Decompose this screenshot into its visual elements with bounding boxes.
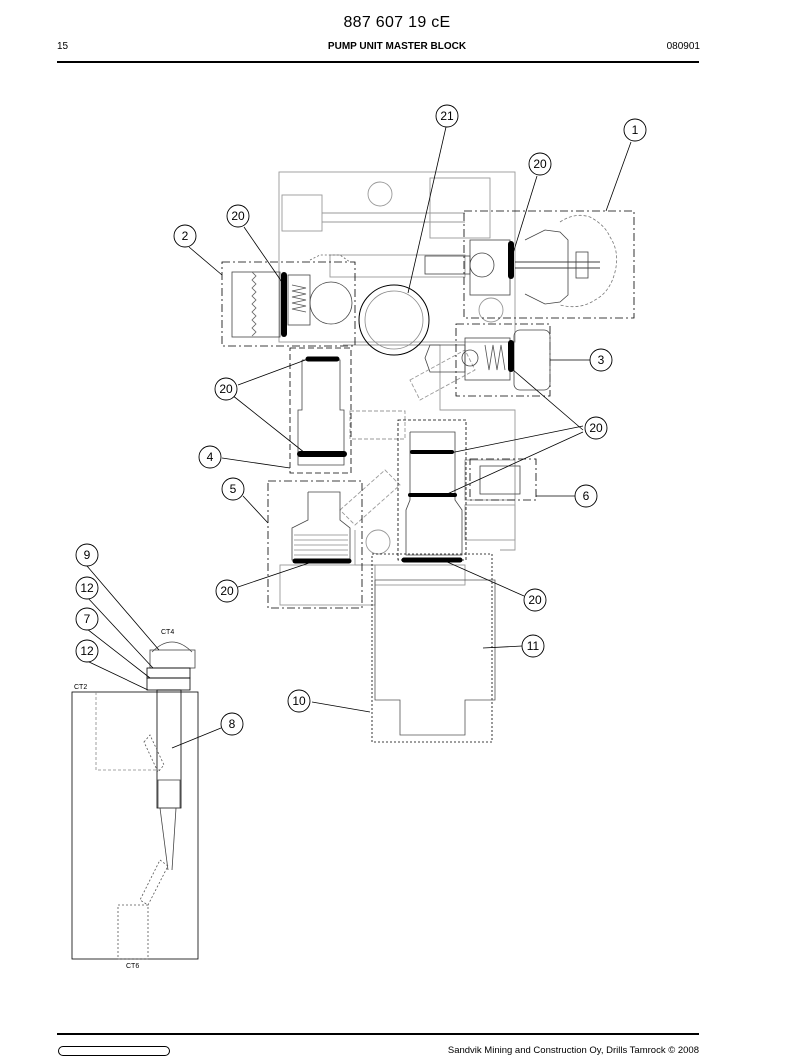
callout-6: 6	[574, 484, 598, 508]
sandvik-logo	[58, 1046, 170, 1056]
page-title: PUMP UNIT MASTER BLOCK	[327, 41, 467, 52]
item-6-plug	[469, 458, 537, 501]
callout-12: 12	[75, 639, 99, 663]
svg-text:20: 20	[231, 209, 245, 223]
callout-21: 21	[435, 104, 459, 128]
svg-text:3: 3	[598, 353, 605, 367]
callout-20: 20	[214, 377, 238, 401]
master-block-body	[278, 171, 516, 606]
callouts: 21 1 20 20 2 3 20 20 4 5 6 9 20 12 20 7 …	[75, 104, 647, 736]
callout-9: 9	[75, 543, 99, 567]
page-number: 15	[57, 41, 69, 52]
svg-text:21: 21	[440, 109, 454, 123]
revision-date: 080901	[666, 41, 700, 52]
footer-rule	[57, 1033, 699, 1035]
inset-tap-block	[71, 641, 199, 960]
callout-4: 4	[198, 445, 222, 469]
callout-20: 20	[528, 152, 552, 176]
item-5-cartridge	[267, 480, 363, 609]
svg-text:7: 7	[84, 612, 91, 626]
port-label-ct2: CT2	[74, 684, 87, 691]
svg-text:20: 20	[220, 584, 234, 598]
item-2-valve	[221, 254, 356, 347]
svg-text:12: 12	[80, 644, 94, 658]
item-1-valve	[424, 210, 635, 319]
svg-text:12: 12	[80, 581, 94, 595]
svg-text:5: 5	[230, 482, 237, 496]
callout-20: 20	[215, 579, 239, 603]
callout-20: 20	[584, 416, 608, 440]
port-labels: CT4 CT2 CT6	[74, 629, 174, 970]
svg-text:8: 8	[229, 717, 236, 731]
callout-12: 12	[75, 576, 99, 600]
svg-text:9: 9	[84, 548, 91, 562]
callout-2: 2	[173, 224, 197, 248]
callout-20: 20	[226, 204, 250, 228]
callout-8: 8	[220, 712, 244, 736]
callout-20: 20	[523, 588, 547, 612]
svg-text:4: 4	[207, 450, 214, 464]
svg-text:6: 6	[583, 489, 590, 503]
svg-text:2: 2	[182, 229, 189, 243]
callout-3: 3	[589, 348, 613, 372]
svg-text:1: 1	[632, 123, 639, 137]
header-rule	[57, 61, 699, 63]
callout-7: 7	[75, 607, 99, 631]
svg-text:20: 20	[219, 382, 233, 396]
svg-text:20: 20	[589, 421, 603, 435]
leader-lines	[86, 126, 632, 749]
svg-text:20: 20	[528, 593, 542, 607]
callout-5: 5	[221, 477, 245, 501]
svg-text:10: 10	[292, 694, 306, 708]
item-10-item-11-body	[371, 553, 496, 743]
item-4-cartridge	[289, 347, 352, 474]
item-21-plug	[358, 284, 430, 356]
callout-10: 10	[287, 689, 311, 713]
document-number: 887 607 19 cE	[343, 14, 451, 31]
callout-1: 1	[623, 118, 647, 142]
callout-11: 11	[521, 634, 545, 658]
footer-copyright: Sandvik Mining and Construction Oy, Dril…	[447, 1045, 699, 1056]
o-ring-seals	[281, 241, 514, 564]
port-label-ct4: CT4	[161, 629, 174, 636]
port-label-ct6: CT6	[126, 963, 139, 970]
svg-text:20: 20	[533, 157, 547, 171]
svg-text:11: 11	[527, 639, 540, 653]
